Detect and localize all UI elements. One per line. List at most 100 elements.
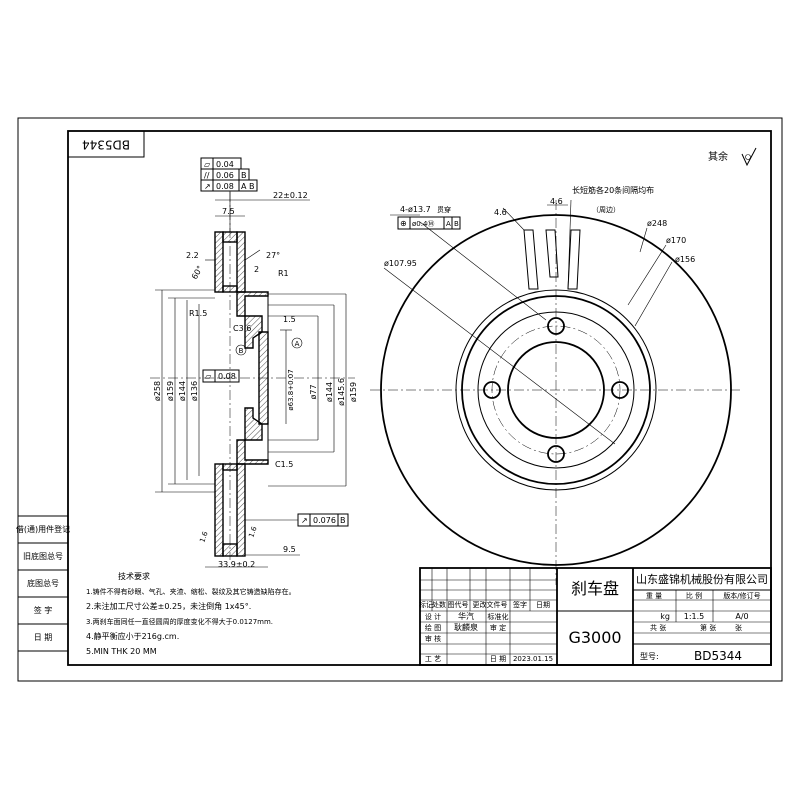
tech-item-4: 4.静平衡应小于216g.cm.	[86, 631, 179, 641]
change-header-0: 标记	[419, 600, 433, 609]
vane-slot	[567, 229, 581, 290]
dim-w4-6a: 4.6	[494, 208, 507, 217]
material: G3000	[568, 628, 621, 647]
gdt-bottom-datum: B	[340, 516, 346, 525]
gdt-mid-flatness-icon: ▱	[205, 372, 212, 381]
title-block: 刹车盘 山东盛锦机械股份有限公司 G3000 重 量 比 例 版本/修订号 kg…	[419, 567, 772, 666]
left-strip-4: 日 期	[34, 633, 53, 642]
slot-note: 长短筋各20条间隔均布	[572, 185, 654, 195]
surface-note: 其余	[708, 147, 757, 167]
dim-60: 60°	[190, 264, 205, 281]
model-value: BD5344	[694, 649, 742, 663]
left-strip-2: 底图总号	[27, 578, 59, 588]
surface-roughness-icon	[741, 147, 757, 167]
weight-label: 重 量	[646, 592, 662, 600]
datum-b-label: B	[239, 347, 244, 355]
gdt-bottom-value: 0.076	[313, 516, 336, 525]
row-0-name: 华汽	[458, 611, 474, 621]
dim-1-6: 1.6	[198, 530, 210, 544]
row-0-role2: 标准化	[488, 612, 509, 621]
vane-slot	[523, 229, 539, 290]
gdt-flatness-icon: ▱	[204, 160, 211, 169]
vane-slot	[545, 229, 559, 278]
dim-7-5: 7.5	[222, 207, 235, 216]
position-icon: ⊕	[400, 219, 407, 228]
sheet-label: 第 张	[700, 623, 716, 632]
tech-item-2: 2.未注加工尺寸公差±0.25，未注倒角 1x45°.	[86, 601, 251, 611]
row-3-role: 工 艺	[425, 655, 441, 663]
sheets-label: 共 张	[650, 623, 666, 632]
gdt-stack-top: ▱ 0.04 // 0.06 B ↗ 0.08 A B	[200, 157, 258, 232]
bolt-hole	[547, 445, 565, 463]
bolt-hole	[611, 381, 629, 399]
dim-2: 2	[254, 265, 259, 274]
gdt-2-value: 0.08	[216, 182, 234, 191]
hole-position-datum-b: B	[454, 220, 459, 228]
dim-9-5: 9.5	[283, 545, 296, 554]
datum-a-marker: A	[291, 337, 303, 349]
dim-w4-6b: 4.6	[550, 197, 563, 206]
dim-d159: ø159	[166, 381, 175, 401]
datum-a-label: A	[295, 340, 300, 348]
dim-d170: ø170	[666, 236, 686, 245]
dim-d144: ø144	[178, 381, 187, 401]
model-label: 型号:	[640, 652, 659, 661]
row-2-role: 审 核	[425, 634, 441, 643]
drawing-number-top: BD5344	[82, 138, 130, 152]
weight-value: kg	[660, 612, 670, 621]
company-name: 山东盛锦机械股份有限公司	[636, 572, 768, 586]
change-header-1: 处数	[432, 600, 446, 609]
left-strip: 借(通)用件登记 旧底图总号 底图总号 签 字 日 期	[16, 515, 70, 652]
dim-d159b: ø159	[349, 382, 358, 402]
row-1-role: 绘 图	[425, 623, 441, 632]
tech-requirements: 技术要求 1.铸件不得有砂眼、气孔、夹渣、缩松、裂纹及其它铸造缺陷存在。 2.未…	[86, 571, 296, 656]
outer-frame	[17, 117, 783, 682]
dim-d136: ø136	[190, 381, 199, 401]
gdt-2-datum: A B	[241, 182, 255, 191]
surface-note-text: 其余	[708, 150, 728, 163]
dim-1-6b: 1.6	[247, 525, 259, 539]
gdt-0-value: 0.04	[216, 160, 234, 169]
change-header-3: 更改文件号	[473, 600, 508, 609]
tech-item-1: 1.铸件不得有砂眼、气孔、夹渣、缩松、裂纹及其它铸造缺陷存在。	[86, 587, 296, 596]
hole-position-value: ø0.4Ⓜ	[412, 220, 434, 228]
left-strip-3: 签 字	[34, 605, 53, 615]
bolt-hole	[547, 317, 565, 335]
version-value: A/0	[735, 612, 748, 621]
dim-2-2: 2.2	[186, 251, 199, 260]
part-name: 刹车盘	[571, 579, 619, 598]
gdt-mid: ▱ 0.08	[202, 369, 240, 383]
dim-33-9: 33.9±0.2	[218, 560, 255, 569]
row-3-date: 2023.01.15	[513, 655, 553, 663]
dim-27: 27°	[266, 251, 280, 260]
dim-d77: ø77	[309, 384, 318, 399]
dim-C1-5: C1.5	[275, 460, 293, 469]
change-header-4: 签字	[513, 600, 527, 609]
gdt-1-datum: B	[241, 171, 247, 180]
dim-d107-95: ø107.95	[384, 259, 417, 268]
datum-b-marker: B	[235, 344, 247, 356]
change-header-5: 日期	[536, 601, 550, 609]
drawing-number-box: BD5344	[67, 130, 145, 158]
change-header-2: 图代号	[448, 600, 469, 609]
hole-position-frame: ⊕ ø0.4Ⓜ A B	[397, 216, 461, 230]
hole-position-datum-a: A	[446, 220, 451, 228]
gdt-runout-icon: ↗	[204, 182, 211, 191]
hole-note: 4-ø13.7	[400, 205, 431, 214]
dim-1-5: 1.5	[283, 315, 296, 324]
tech-title: 技术要求	[118, 571, 150, 581]
row-1-role2: 审 定	[490, 623, 506, 632]
dim-R1-5: R1.5	[189, 309, 207, 318]
row-1-name: 耿麟泉	[454, 622, 478, 632]
dim-22: 22±0.12	[273, 191, 308, 200]
scale-label: 比 例	[686, 591, 702, 600]
side-section-view: ø258 ø159 ø144 ø136 ø63.8+0.07 ø77 ø144 …	[150, 157, 358, 569]
dim-d144b: ø144	[325, 382, 334, 402]
hole-note-suffix: 贯穿	[437, 205, 451, 214]
left-strip-0: 借(通)用件登记	[16, 524, 70, 534]
version-label: 版本/修订号	[723, 591, 760, 600]
gdt-1-value: 0.06	[216, 171, 234, 180]
tech-item-5: 5.MIN THK 20 MM	[86, 647, 157, 656]
gdt-bottom-runout-icon: ↗	[301, 516, 308, 525]
